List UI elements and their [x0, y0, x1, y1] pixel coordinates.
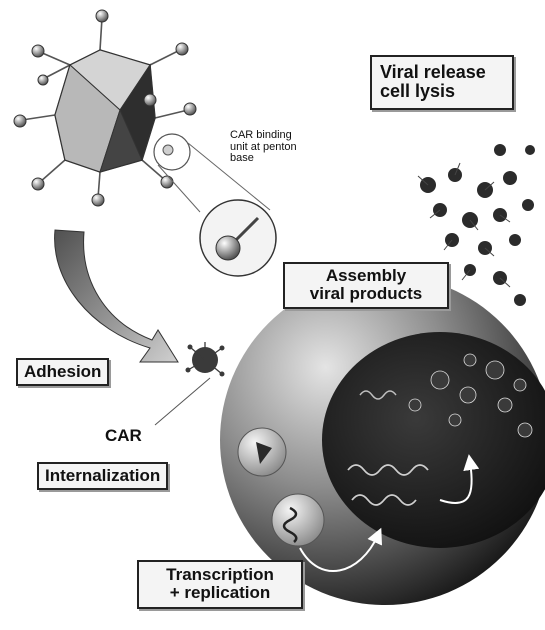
transcription-box: Transcription + replication [137, 560, 303, 609]
viral-release-box: Viral release cell lysis [370, 55, 514, 110]
nuclear-vesicle [272, 494, 324, 546]
car-binding-label: CAR binding unit at penton base [230, 130, 297, 165]
adhesion-arrow [55, 230, 178, 362]
adhering-virus [186, 342, 225, 377]
car-pointer-line [155, 378, 210, 425]
assembly-box: Assembly viral products [283, 262, 449, 309]
internalization-box: Internalization [37, 462, 168, 490]
adhesion-box: Adhesion [16, 358, 109, 386]
car-label: CAR [105, 427, 142, 445]
